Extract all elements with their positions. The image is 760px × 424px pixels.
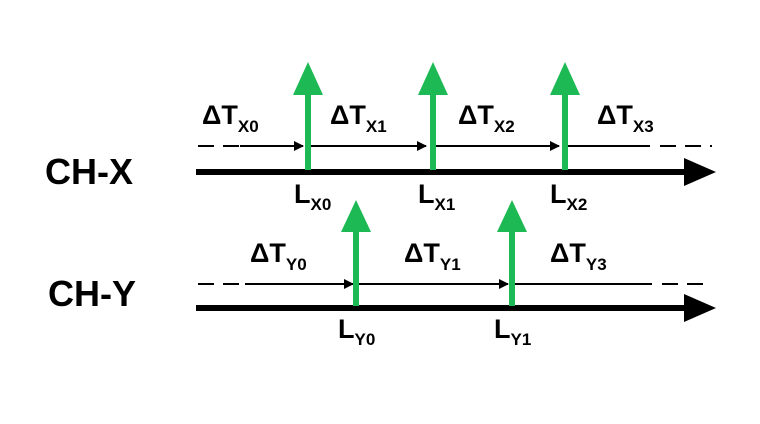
- interval-y0-label: ΔTY0: [250, 238, 307, 274]
- channel-y: CH-Y ΔTY0 ΔTY1 ΔTY3 LY0 LY1: [48, 200, 716, 349]
- channel-x: CH-X ΔTX0 ΔTX1 Δ: [45, 62, 716, 214]
- channel-x-label: CH-X: [45, 151, 133, 192]
- marker-y1-arrow: [497, 200, 527, 306]
- marker-x1-label: LX1: [418, 179, 455, 214]
- interval-x3-label: ΔTX3: [597, 100, 654, 136]
- interval-x0-label: ΔTX0: [202, 100, 259, 136]
- marker-x2-arrow: [550, 62, 580, 170]
- marker-x2-label: LX2: [550, 179, 587, 214]
- marker-y0-arrow: [341, 200, 371, 306]
- channel-y-label: CH-Y: [48, 273, 136, 314]
- marker-y1-label: LY1: [494, 314, 531, 349]
- interval-x2-label: ΔTX2: [458, 100, 515, 136]
- marker-x0-arrow: [293, 62, 323, 170]
- marker-x1-arrow: [418, 62, 448, 170]
- channel-y-time-axis: [196, 294, 716, 322]
- marker-x0-label: LX0: [294, 179, 331, 214]
- interval-y3-label: ΔTY3: [550, 238, 607, 274]
- interval-x1-label: ΔTX1: [330, 100, 387, 136]
- channel-x-time-axis: [196, 158, 716, 186]
- interval-y1-label: ΔTY1: [404, 238, 461, 274]
- marker-y0-label: LY0: [338, 314, 375, 349]
